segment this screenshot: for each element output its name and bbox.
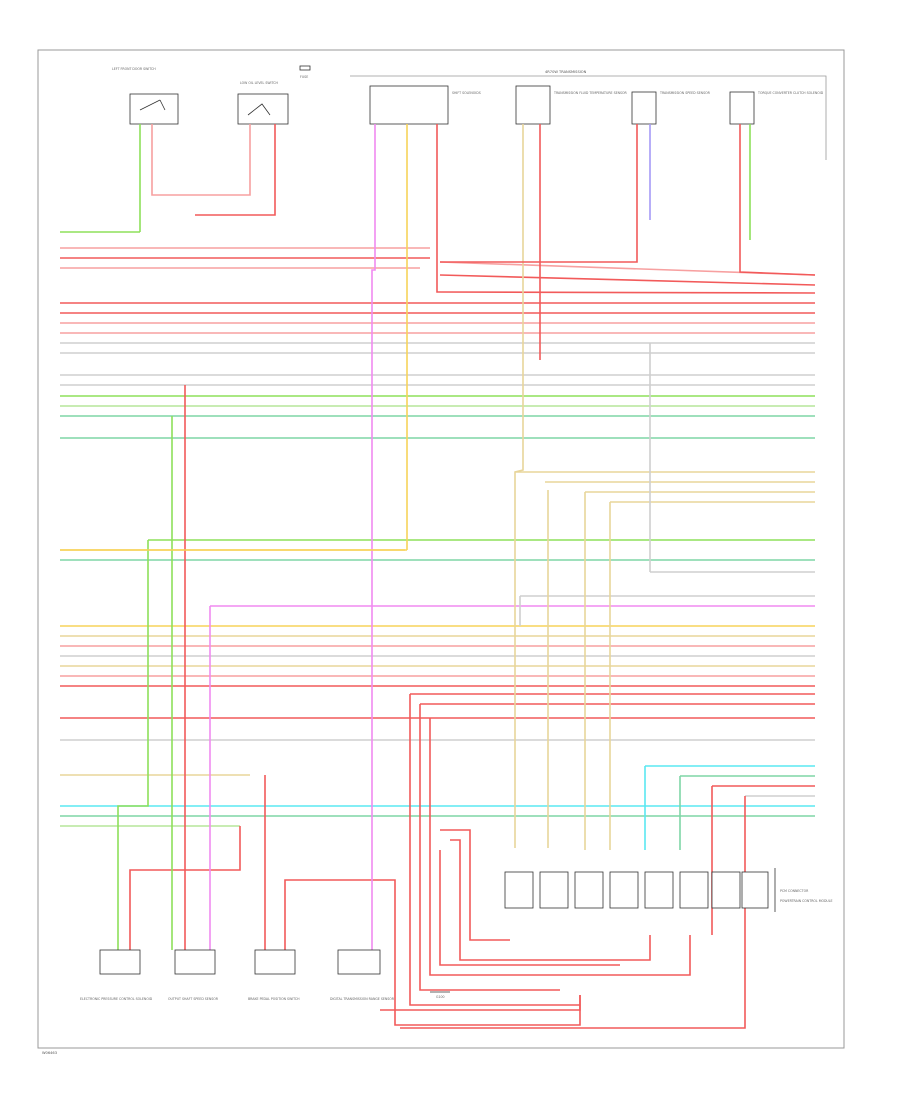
wire-v-bpp-2 <box>284 879 581 1026</box>
horizontal-wires <box>60 231 816 827</box>
low-oil-switch: LOW OIL LEVEL SWITCH <box>237 81 289 125</box>
wire-v-bundle-6 <box>439 850 620 966</box>
wire-v-bundle-1 <box>409 694 580 1006</box>
diagram-frame <box>37 49 845 1049</box>
svg-text:SHIFT SOLENOIDS: SHIFT SOLENOIDS <box>452 91 481 95</box>
lh-door-switch: LEFT FRONT DOOR SWITCH <box>112 67 179 125</box>
wire-v-door-pink <box>151 124 251 196</box>
wire-v-sol-3 <box>436 124 440 293</box>
wire-v-epc-green <box>117 540 149 950</box>
wire-v-tcc-1 <box>739 124 816 276</box>
svg-text:TRANSMISSION SPEED SENSOR: TRANSMISSION SPEED SENSOR <box>659 91 711 95</box>
wire-v-bundle-4 <box>440 829 510 941</box>
transmission-bracket <box>350 75 827 160</box>
wire-v-connector-loop <box>380 995 581 1011</box>
svg-text:ELECTRONIC PRESSURE CONTROL SO: ELECTRONIC PRESSURE CONTROL SOLENOID <box>80 997 153 1001</box>
wire-v-oil <box>195 124 276 216</box>
svg-text:BRAKE PEDAL POSITION SWITCH: BRAKE PEDAL POSITION SWITCH <box>248 997 300 1001</box>
tcc-solenoid: TORQUE CONVERTER CLUTCH SOLENOID <box>729 91 824 125</box>
wire-v-bundle-2 <box>419 704 560 991</box>
svg-text:DIGITAL TRANSMISSION RANGE SEN: DIGITAL TRANSMISSION RANGE SENSOR <box>330 997 395 1001</box>
vertical-wires <box>60 124 816 1029</box>
svg-text:G100: G100 <box>436 995 445 999</box>
wire-v-pcm-8 <box>400 796 746 1029</box>
diagram-id: W06463 <box>42 1051 57 1055</box>
bottom-component-oss: OUTPUT SHAFT SPEED SENSOR <box>168 949 219 1001</box>
wire-h6 <box>439 274 816 286</box>
svg-text:FUSE: FUSE <box>300 75 308 79</box>
wire-v-bundle-5 <box>450 839 651 961</box>
wire-h7 <box>439 291 816 294</box>
pcm-connector-block: PCM CONNECTOR <box>504 868 809 912</box>
svg-text:OUTPUT SHAFT SPEED SENSOR: OUTPUT SHAFT SPEED SENSOR <box>168 997 219 1001</box>
wire-v-temp-1 <box>514 124 524 848</box>
pcm-label: POWERTRAIN CONTROL MODULE <box>780 899 833 903</box>
bottom-component-dtr: DIGITAL TRANSMISSION RANGE SENSOR <box>330 949 395 1001</box>
bottom-component-epc: ELECTRONIC PRESSURE CONTROL SOLENOID <box>80 949 153 1001</box>
transmission-bus-label: 4R70W TRANSMISSION <box>545 70 587 74</box>
fuse: FUSE <box>299 65 311 79</box>
shift-solenoids: SHIFT SOLENOIDS <box>369 85 481 125</box>
svg-text:LOW OIL LEVEL SWITCH: LOW OIL LEVEL SWITCH <box>240 81 278 85</box>
trans-speed-sensor: TRANSMISSION SPEED SENSOR <box>631 91 711 125</box>
trans-temp-sensor: TRANSMISSION FLUID TEMPERATURE SENSOR <box>515 85 628 125</box>
wire-v-speed-1 <box>440 124 638 263</box>
svg-text:TORQUE CONVERTER CLUTCH SOLENO: TORQUE CONVERTER CLUTCH SOLENOID <box>757 91 824 95</box>
svg-text:LEFT FRONT DOOR SWITCH: LEFT FRONT DOOR SWITCH <box>112 67 156 71</box>
ground-symbol: G100 <box>430 991 450 999</box>
svg-text:PCM CONNECTOR: PCM CONNECTOR <box>780 889 809 893</box>
wire-v-bundle-3 <box>429 718 691 976</box>
svg-text:TRANSMISSION FLUID TEMPERATURE: TRANSMISSION FLUID TEMPERATURE SENSOR <box>553 91 628 95</box>
wire-v-sol-1 <box>371 124 376 850</box>
bottom-component-bpp: BRAKE PEDAL POSITION SWITCH <box>248 949 300 1001</box>
